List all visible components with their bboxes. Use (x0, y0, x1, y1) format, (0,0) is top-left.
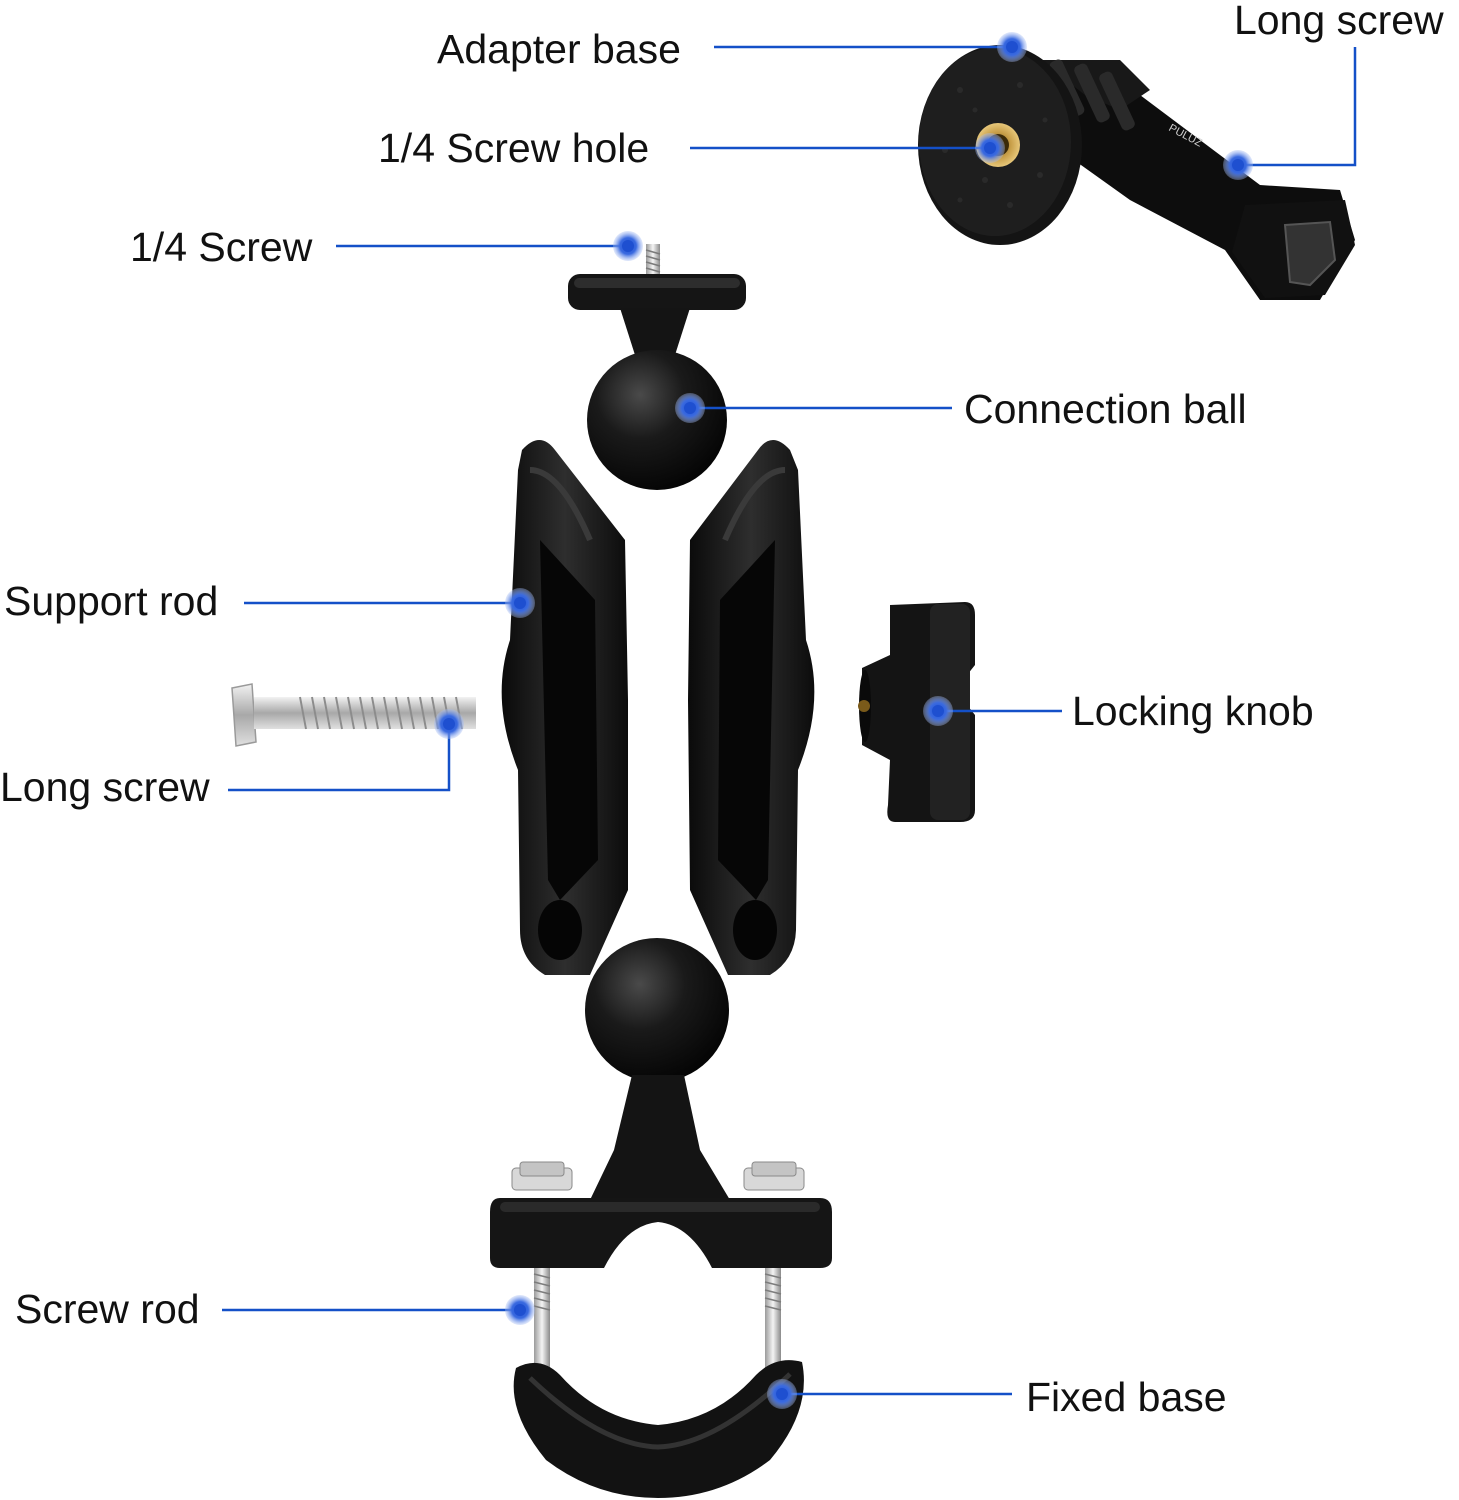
label-fixed-base: Fixed base (1026, 1374, 1227, 1420)
leader-lines (222, 45, 1357, 1396)
label-support-rod: Support rod (4, 578, 219, 624)
label-long-screw-left: Long screw (0, 764, 210, 810)
label-screw-rod: Screw rod (15, 1286, 200, 1332)
marker-dot (675, 393, 705, 423)
adapter-assembly: PULUZ (918, 45, 1355, 300)
leader-long-screw-left (228, 724, 451, 792)
marker-dot (975, 133, 1005, 163)
support-arm-left (501, 440, 628, 975)
marker-dots (434, 32, 1253, 1409)
label-long-screw-top: Long screw (1234, 0, 1444, 43)
label-connection-ball: Connection ball (964, 386, 1247, 432)
top-ball-head (568, 244, 746, 490)
marker-dot (505, 588, 535, 618)
marker-dot (767, 1379, 797, 1409)
bottom-ball-base (490, 938, 832, 1498)
marker-dot (923, 696, 953, 726)
label-quarter-screw: 1/4 Screw (130, 224, 313, 270)
marker-dot (505, 1295, 535, 1325)
marker-dot (434, 709, 464, 739)
label-screw-hole: 1/4 Screw hole (378, 125, 650, 171)
marker-dot (613, 231, 643, 261)
label-locking-knob: Locking knob (1072, 688, 1314, 734)
marker-dot (997, 32, 1027, 62)
marker-dot (1223, 150, 1253, 180)
leader-long-screw-top (1238, 47, 1357, 167)
label-adapter-base: Adapter base (437, 26, 681, 72)
support-arm-right (688, 440, 815, 975)
